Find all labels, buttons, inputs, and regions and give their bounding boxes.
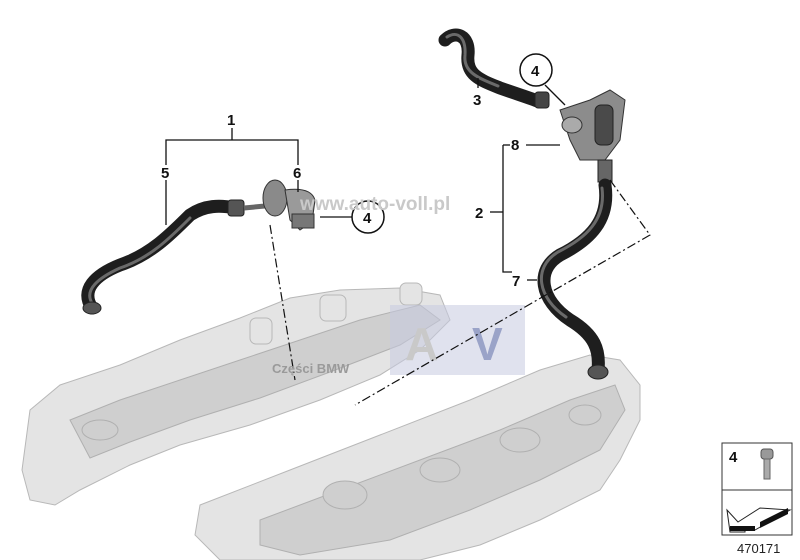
bolt-icon <box>760 448 774 480</box>
valve-8 <box>559 89 626 183</box>
callout-circle-4-right <box>519 53 553 87</box>
watermark-letter-v: V <box>472 318 503 370</box>
callout-4-left: 4 <box>363 210 372 227</box>
hose-7 <box>537 178 613 380</box>
hose-3 <box>438 28 550 109</box>
arrow-icon <box>726 507 792 533</box>
callout-3: 3 <box>473 92 481 109</box>
hose-5 <box>81 199 245 315</box>
callout-4-right: 4 <box>531 63 540 80</box>
callout-1: 1 <box>227 112 235 129</box>
watermark-letter-a: A <box>405 318 438 370</box>
legend-box: 4 <box>721 442 793 536</box>
watermark-site: www.auto-voll.pl <box>299 194 450 215</box>
callout-2: 2 <box>475 205 483 222</box>
callout-5: 5 <box>161 165 169 182</box>
valve-6 <box>243 179 316 231</box>
watermark-brand: Części BMW <box>272 361 350 376</box>
diagram-number: 470171 <box>737 541 780 556</box>
valve-cover-left <box>21 282 451 506</box>
callout-8: 8 <box>511 137 519 154</box>
legend-part-number: 4 <box>729 449 738 466</box>
callout-6: 6 <box>293 165 301 182</box>
callout-7: 7 <box>512 273 520 290</box>
valve-cover-right <box>194 354 641 560</box>
leader-lines <box>165 78 651 406</box>
watermark-logo: A V <box>390 305 525 375</box>
callout-circle-4-left <box>351 200 385 234</box>
